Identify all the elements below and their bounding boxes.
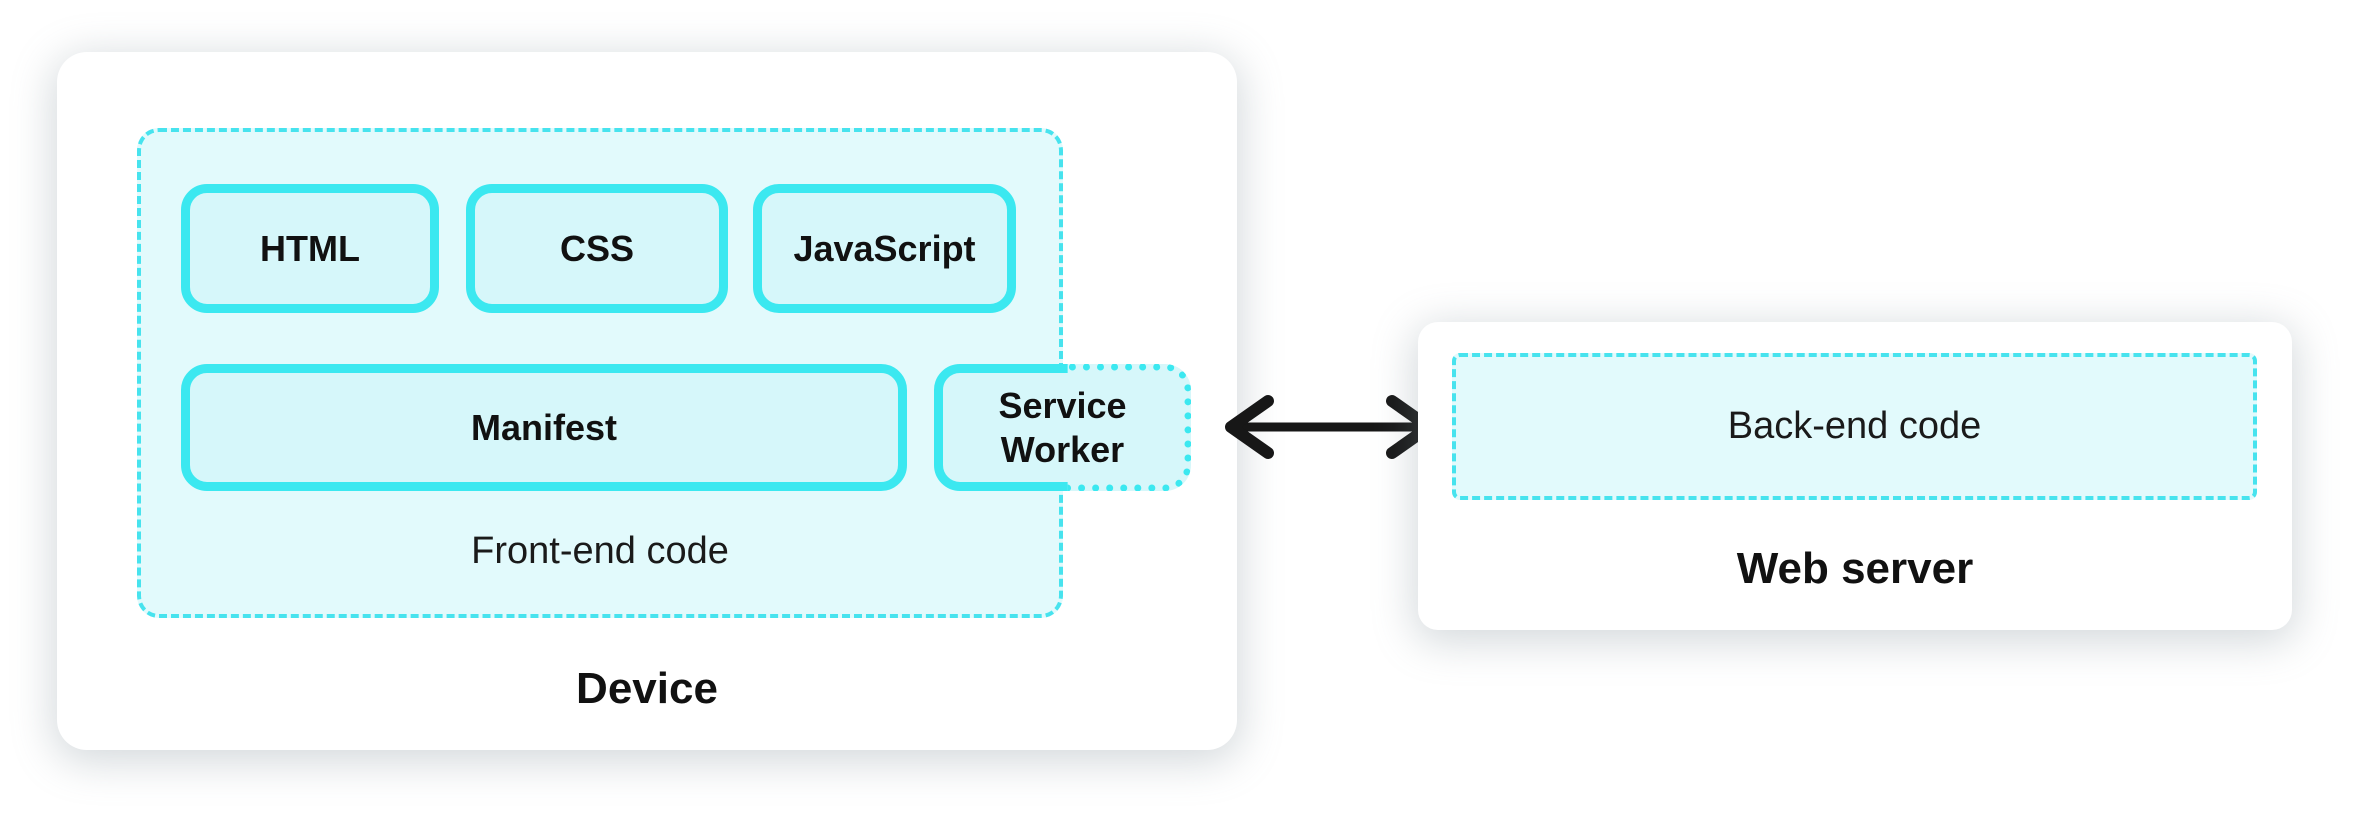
css-box: CSS xyxy=(466,184,728,313)
html-label: HTML xyxy=(260,227,360,269)
double-arrow-icon xyxy=(1222,377,1438,477)
web-server-label: Web server xyxy=(1736,544,1974,593)
service-worker-label: Service Worker xyxy=(998,385,1127,470)
backend-code-label: Back-end code xyxy=(1727,405,1982,447)
device-label: Device xyxy=(576,664,718,713)
javascript-label: JavaScript xyxy=(793,227,976,269)
web-server-box: Back-end code Web server xyxy=(1418,322,2292,630)
manifest-label: Manifest xyxy=(470,406,618,448)
frontend-code-container: HTML CSS JavaScript Manifest Service Wor… xyxy=(137,128,1191,618)
service-worker-box: Service Worker xyxy=(934,364,1191,491)
css-label: CSS xyxy=(559,227,635,269)
javascript-box: JavaScript xyxy=(753,184,1016,313)
backend-code-box: Back-end code xyxy=(1452,353,2257,500)
html-box: HTML xyxy=(181,184,439,313)
manifest-box: Manifest xyxy=(181,364,907,491)
frontend-code-label: Front-end code xyxy=(471,530,729,572)
device-box: HTML CSS JavaScript Manifest Service Wor… xyxy=(57,52,1237,750)
